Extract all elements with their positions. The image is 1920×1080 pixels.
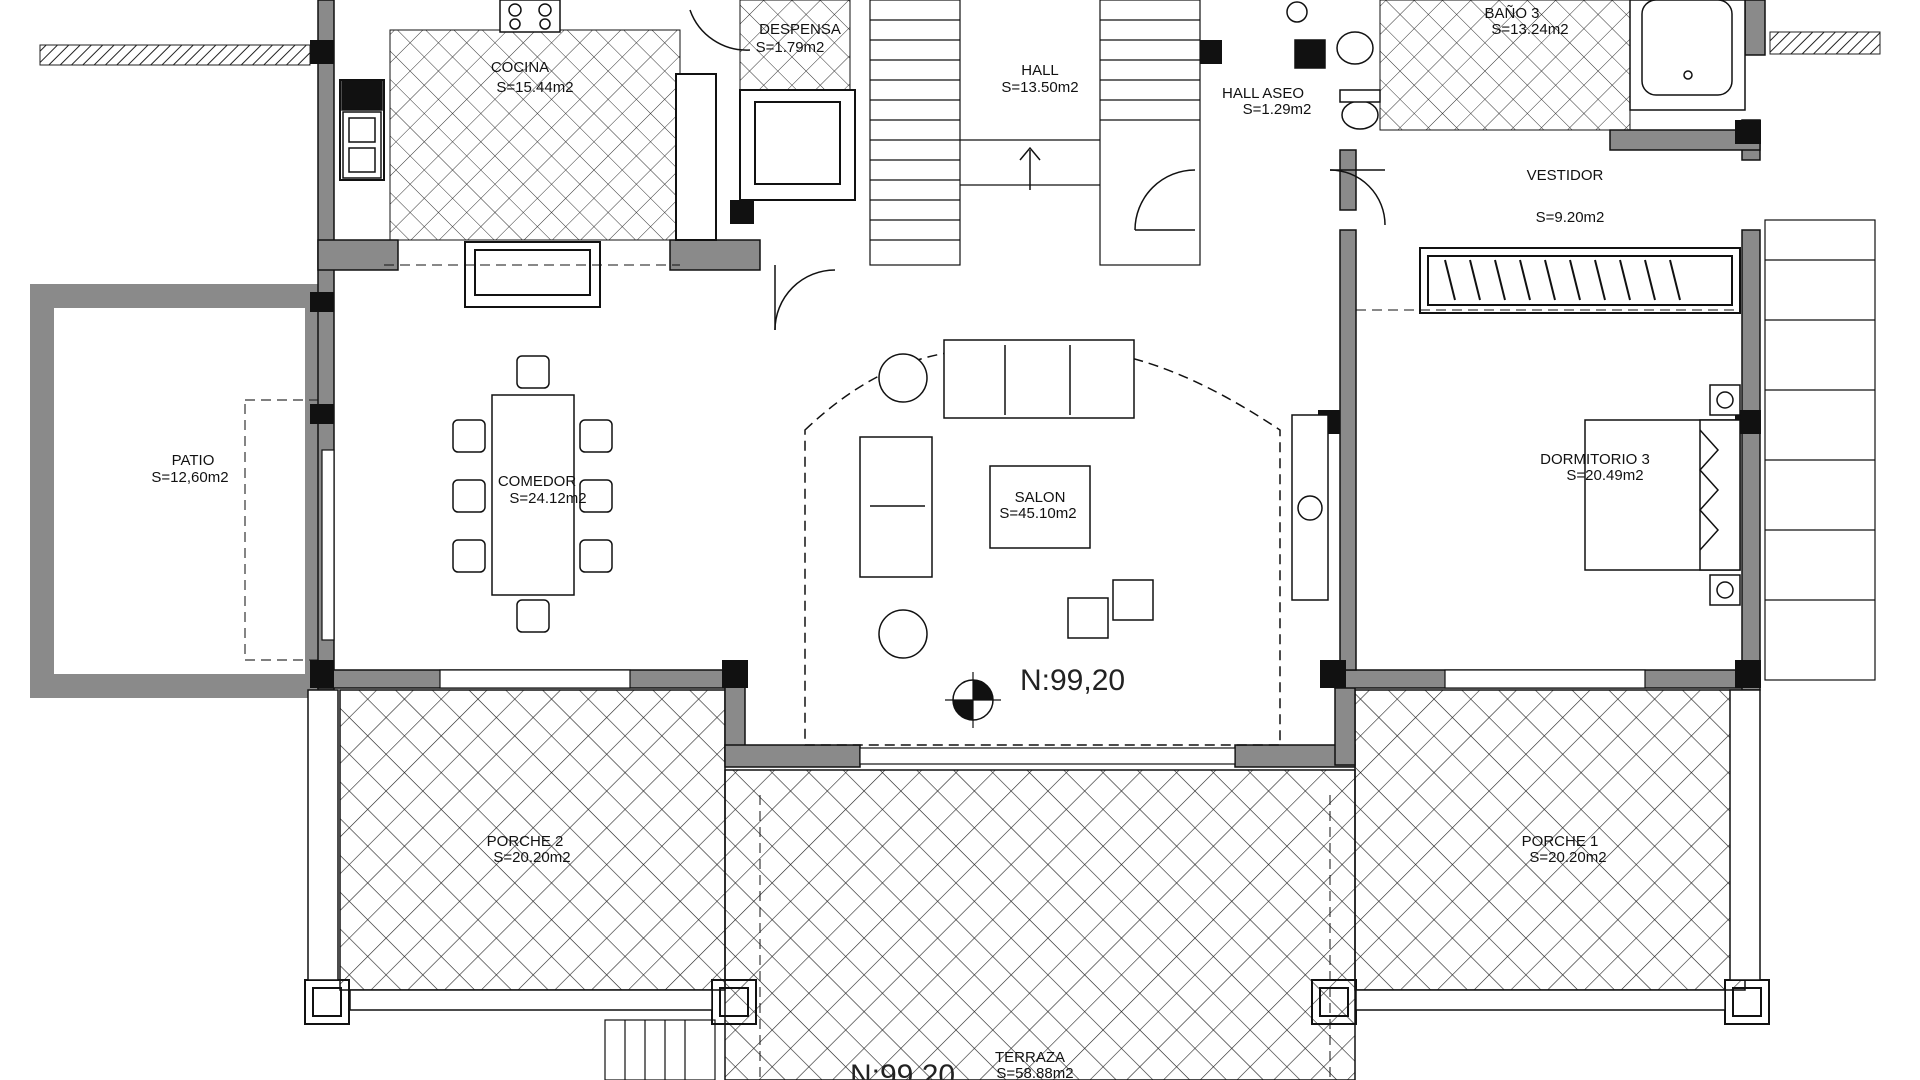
label-porche1: PORCHE 1 bbox=[1522, 833, 1599, 850]
partition-lines bbox=[384, 264, 1740, 1080]
label-comedor-area: S=24.12m2 bbox=[509, 490, 586, 507]
louver-windows bbox=[1764, 219, 1876, 681]
despensa-floor bbox=[739, 0, 851, 91]
label-salon: SALON bbox=[1015, 489, 1066, 506]
label-vestidor: VESTIDOR bbox=[1527, 167, 1604, 184]
sofa-icon bbox=[804, 339, 1329, 746]
patio-enclosure bbox=[30, 284, 329, 698]
label-vestidor-area: S=9.20m2 bbox=[1536, 209, 1605, 226]
toilet-icon bbox=[1286, 1, 1381, 130]
bed-icon bbox=[1584, 384, 1741, 606]
label-terraza: TERRAZA bbox=[995, 1049, 1065, 1066]
label-patio-area: S=12,60m2 bbox=[151, 469, 228, 486]
label-despensa: DESPENSA bbox=[759, 21, 841, 38]
wardrobe-icon bbox=[1419, 247, 1741, 314]
label-salon-area: S=45.10m2 bbox=[999, 505, 1076, 522]
terrace-stairs bbox=[604, 1019, 716, 1080]
stove-icon bbox=[499, 0, 561, 33]
windows bbox=[321, 449, 1646, 765]
label-cocina-area: S=15.44m2 bbox=[496, 79, 573, 96]
label-hall-area: S=13.50m2 bbox=[1001, 79, 1078, 96]
label-hall-aseo-area: S=1.29m2 bbox=[1243, 101, 1312, 118]
label-cocina: COCINA bbox=[491, 59, 549, 76]
door-swing-icon bbox=[689, 9, 1386, 331]
label-comedor: COMEDOR bbox=[498, 473, 577, 490]
label-bano3-area: S=13.24m2 bbox=[1491, 21, 1568, 38]
stairs-icon bbox=[869, 0, 1201, 266]
label-despensa-area: S=1.79m2 bbox=[756, 39, 825, 56]
label-porche2-area: S=20.20m2 bbox=[493, 849, 570, 866]
level-main: N:99,20 bbox=[1020, 664, 1125, 697]
porche1-floor bbox=[1354, 689, 1746, 991]
label-dormitorio3: DORMITORIO 3 bbox=[1540, 451, 1650, 468]
level-terrace: N:99,20 bbox=[850, 1059, 955, 1080]
label-dormitorio3-area: S=20.49m2 bbox=[1566, 467, 1643, 484]
bano-floor bbox=[1379, 0, 1631, 131]
bathtub-icon bbox=[1629, 0, 1746, 111]
sink-icon bbox=[341, 79, 383, 179]
porch-beams bbox=[307, 689, 1761, 1011]
porche2-floor bbox=[339, 689, 726, 991]
label-patio: PATIO bbox=[172, 452, 215, 469]
cocina-floor bbox=[389, 29, 681, 241]
ground-left bbox=[39, 44, 311, 66]
label-porche1-area: S=20.20m2 bbox=[1529, 849, 1606, 866]
terraza-floor bbox=[724, 769, 1356, 1080]
ground-right bbox=[1769, 31, 1881, 55]
label-terraza-area: S=58.88m2 bbox=[996, 1065, 1073, 1080]
room-labels: COCINA S=15.44m2 DESPENSA S=1.79m2 HALL … bbox=[151, 5, 1649, 1080]
label-porche2: PORCHE 2 bbox=[487, 833, 564, 850]
level-marker-icon bbox=[945, 672, 1001, 728]
label-hall: HALL bbox=[1021, 62, 1059, 79]
label-hall-aseo: HALL ASEO bbox=[1222, 85, 1304, 102]
label-bano3: BAÑO 3 bbox=[1484, 5, 1539, 22]
dining-table-icon bbox=[452, 355, 613, 633]
